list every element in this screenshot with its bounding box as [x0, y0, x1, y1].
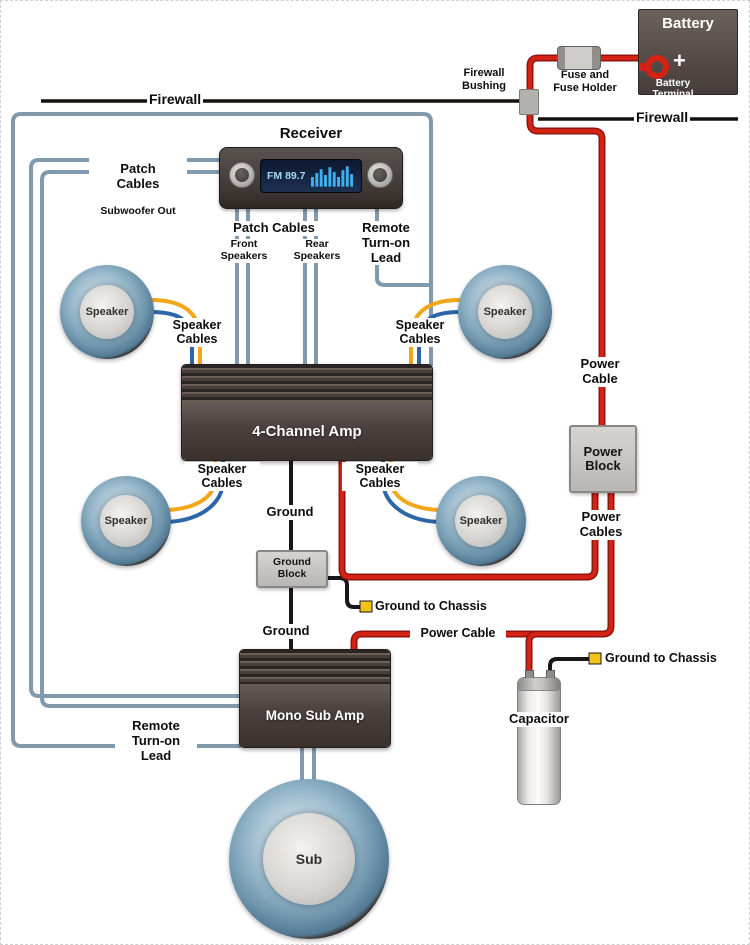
speaker-cables-label-rear-left: Speaker Cables	[184, 462, 260, 491]
fuse-holder-label: Fuse and Fuse Holder	[553, 69, 617, 94]
remote-lead-loop-wire	[11, 112, 433, 748]
firewall-label-right: Firewall	[634, 109, 691, 126]
ground-to-chassis-wire-mid	[327, 576, 361, 609]
ground-label-bottom: Ground	[255, 623, 317, 639]
power-cable-amp-wire	[340, 459, 597, 579]
speaker-front-right: Speaker	[458, 265, 552, 359]
battery-terminal-label: Battery Terminal	[652, 78, 694, 100]
speaker-front-left: Speaker	[60, 265, 154, 359]
speaker-cap: Speaker	[454, 494, 508, 548]
speaker-rear-right: Speaker	[436, 476, 526, 566]
speaker-label: Speaker	[104, 515, 148, 527]
speaker-cap: Speaker	[99, 494, 153, 548]
front-speakers-label: Front Speakers	[212, 238, 276, 263]
patch-cables-label: Patch Cables	[222, 220, 326, 236]
battery-title: Battery	[662, 15, 714, 32]
capacitor-top	[518, 678, 560, 691]
ground-to-chassis-wire-capacitor	[548, 657, 591, 677]
ground-to-chassis-label-mid: Ground to Chassis	[375, 599, 487, 613]
speaker-cables-label-front-left: Speaker Cables	[159, 318, 235, 347]
capacitor-cylinder	[517, 670, 561, 805]
power-cable-capacitor-wire	[527, 632, 538, 679]
fuse-holder-icon	[557, 46, 601, 70]
subwoofer-patch-wire-2	[40, 170, 241, 708]
capacitor-label: Capacitor	[490, 711, 588, 727]
spectrum-bars-icon	[310, 166, 353, 187]
receiver-frequency-text: FM 89.7	[267, 170, 306, 182]
patch-cables-subwoofer-label: Patch Cables Subwoofer Out	[89, 147, 187, 234]
ground-block: Ground Block	[256, 550, 328, 588]
subwoofer-out-label: Subwoofer Out	[100, 205, 176, 218]
subwoofer: Sub	[229, 779, 389, 939]
mono-sub-amp: Mono Sub Amp	[239, 649, 391, 748]
speaker-label: Speaker	[459, 515, 503, 527]
speaker-rear-left: Speaker	[81, 476, 171, 566]
battery-box: Battery + Battery Terminal	[638, 9, 738, 100]
receiver-display: FM 89.7	[260, 159, 362, 193]
ground-label-top: Ground	[259, 504, 321, 520]
remote-turn-on-label-top: Remote Turn-on Lead	[345, 220, 427, 266]
speaker-label: Speaker	[483, 305, 527, 318]
firewall-bushing-label: Firewall Bushing	[462, 67, 506, 92]
power-cable-main-wire	[528, 56, 647, 427]
receiver-label: Receiver	[279, 125, 343, 142]
receiver-unit: FM 89.7	[219, 147, 403, 209]
amp-heatsink-fins	[240, 650, 390, 684]
receiver-tuner-knob	[367, 162, 393, 188]
ground-block-label: Ground Block	[273, 556, 311, 580]
power-cables-label: Power Cables	[567, 509, 635, 540]
receiver-volume-knob	[229, 162, 255, 188]
amp-heatsink-fins	[182, 365, 432, 402]
ground-to-chassis-label-right: Ground to Chassis	[605, 651, 717, 665]
four-channel-amp-label: 4-Channel Amp	[252, 422, 362, 440]
mono-sub-amp-label: Mono Sub Amp	[265, 708, 365, 723]
rear-speakers-label: Rear Speakers	[285, 238, 349, 263]
speaker-cap: Speaker	[79, 284, 135, 340]
speaker-cap: Sub	[262, 812, 356, 906]
patch-cables-left-title: Patch Cables	[116, 160, 160, 191]
remote-lead-wire	[375, 207, 431, 287]
power-block-label: Power Block	[583, 443, 623, 473]
firewall-bushing-icon	[519, 89, 539, 115]
speaker-cap: Speaker	[477, 284, 533, 340]
remote-turn-on-label-bottom: Remote Turn-on Lead	[115, 718, 197, 764]
chassis-connector-icon	[359, 600, 373, 613]
battery-terminal-icon	[645, 55, 669, 79]
speaker-cables-label-front-right: Speaker Cables	[382, 318, 458, 347]
subwoofer-patch-wire-1	[29, 158, 241, 698]
power-cable-label-mid: Power Cable	[410, 626, 506, 641]
battery-plus-sign: +	[673, 48, 686, 73]
power-cable-label-right: Power Cable	[566, 356, 634, 387]
speaker-cables-label-rear-right: Speaker Cables	[342, 462, 418, 491]
four-channel-amp: 4-Channel Amp	[181, 364, 433, 461]
chassis-connector-icon	[588, 652, 602, 665]
speaker-label: Speaker	[85, 305, 129, 318]
power-block: Power Block	[569, 425, 637, 493]
firewall-label-left: Firewall	[147, 91, 204, 108]
sub-label: Sub	[295, 850, 323, 867]
